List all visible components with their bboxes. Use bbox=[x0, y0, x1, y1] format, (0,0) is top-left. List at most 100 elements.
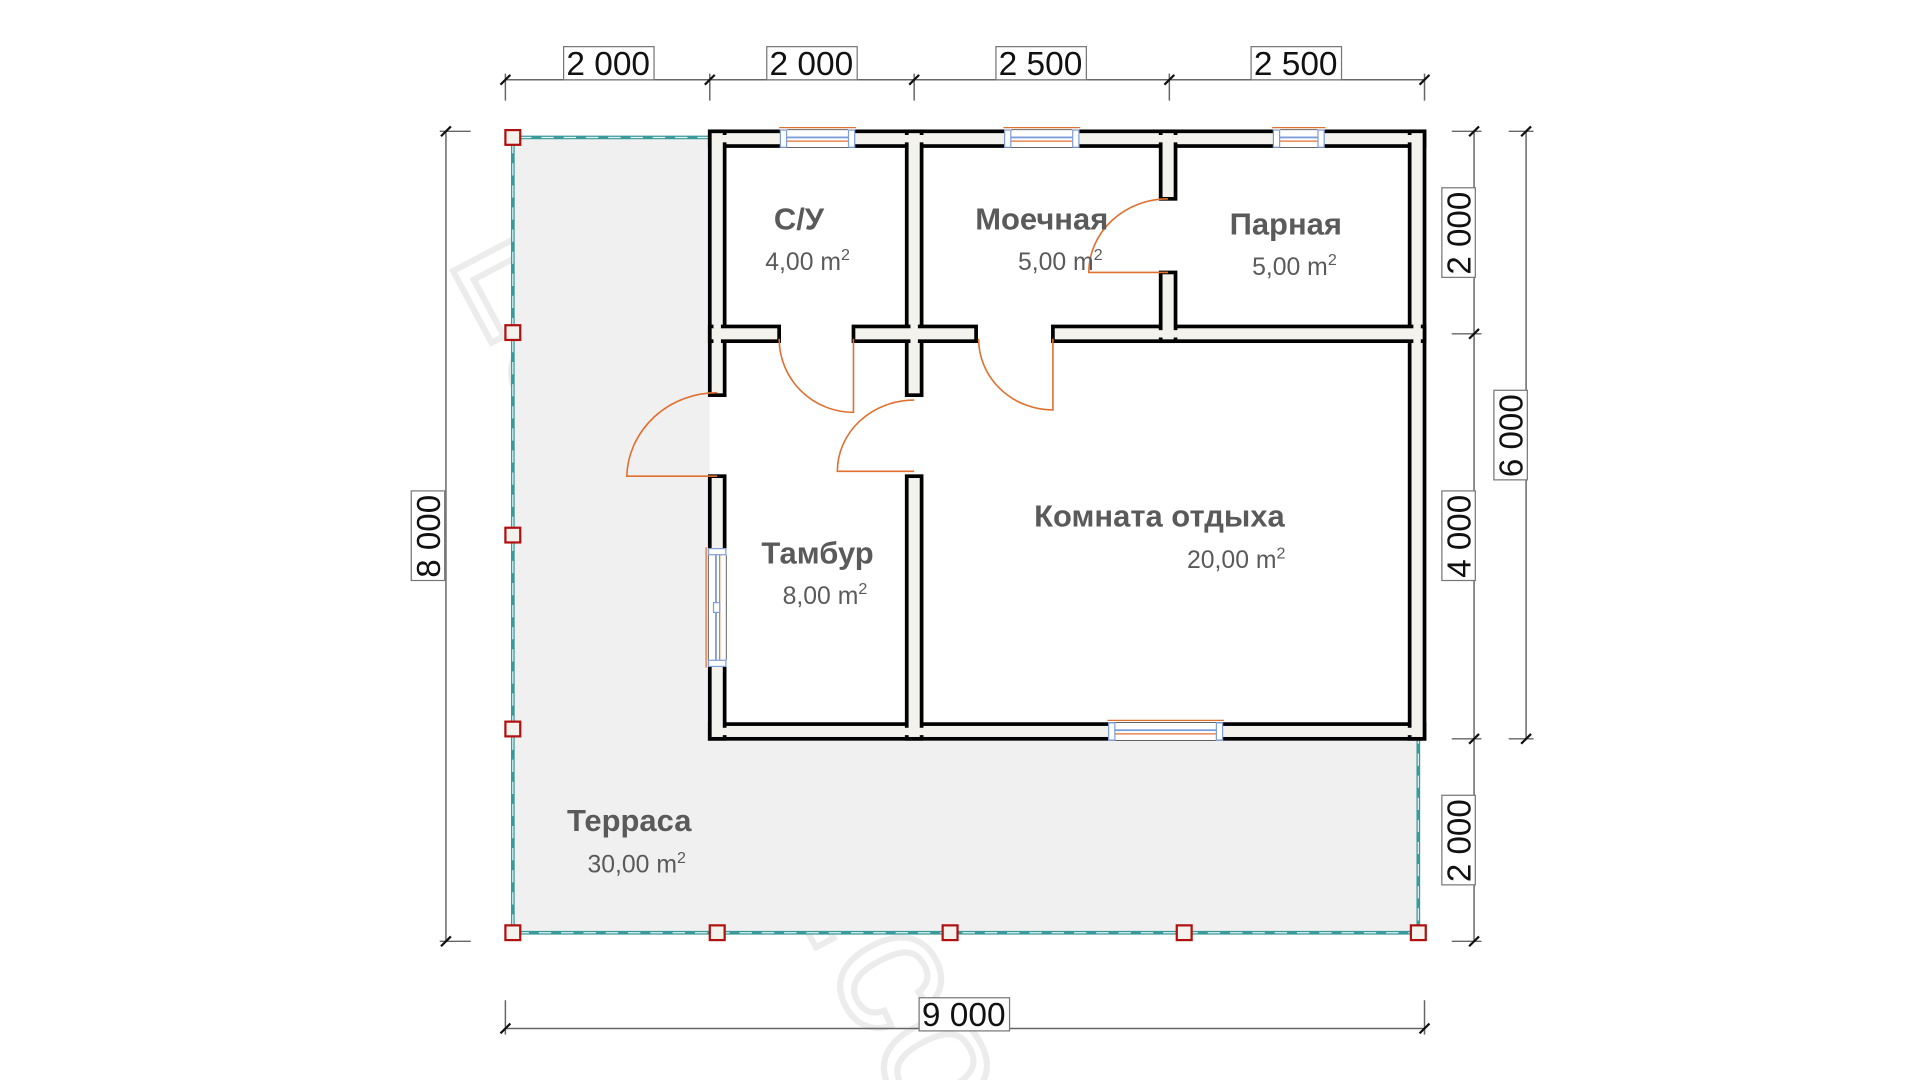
svg-text:Моечная: Моечная bbox=[975, 202, 1108, 237]
svg-text:8 000: 8 000 bbox=[411, 495, 448, 578]
dimension-tick bbox=[440, 125, 452, 138]
window-opening bbox=[1008, 130, 1076, 148]
svg-text:2 000: 2 000 bbox=[566, 46, 650, 83]
svg-text:5,00 m2: 5,00 m2 bbox=[1252, 251, 1337, 281]
door-entrance-swing bbox=[625, 391, 718, 477]
walls bbox=[707, 129, 1427, 741]
svg-text:Тамбур: Тамбур bbox=[761, 535, 873, 570]
dim-right-2: 4 000 bbox=[1441, 490, 1478, 582]
dim-top-3: 2 500 bbox=[995, 46, 1087, 83]
wall-joint-fill bbox=[857, 330, 973, 338]
dimension-tick bbox=[1520, 125, 1532, 138]
window-jamb-left bbox=[779, 129, 788, 148]
room-su: С/У 4,00 m2 bbox=[765, 202, 850, 276]
window-mullion bbox=[712, 601, 721, 614]
dimension-tick bbox=[499, 74, 512, 86]
room-parnaya-area: 5,00 m bbox=[1252, 254, 1328, 281]
room-tambur: Тамбур 8,00 m2 bbox=[761, 535, 873, 609]
dim-right-3: 2 000 bbox=[1441, 794, 1478, 886]
dimension-labels: 2 000 2 000 2 500 2 500 8 000 2 000 4 00… bbox=[411, 46, 1531, 1034]
window-jamb-bottom bbox=[707, 659, 727, 668]
terrace bbox=[510, 131, 1425, 935]
wall-joint-fill bbox=[713, 330, 776, 338]
svg-text:2 000: 2 000 bbox=[1441, 799, 1478, 882]
wall-joint-fill bbox=[713, 135, 721, 392]
doors bbox=[625, 198, 1169, 477]
wall-joint-fill bbox=[1164, 276, 1172, 338]
dimension-tick bbox=[1163, 74, 1176, 86]
dimension-tick bbox=[1468, 328, 1480, 340]
terrace-post bbox=[941, 924, 959, 942]
room-tambur-area: 8,00 m bbox=[783, 583, 859, 610]
room-komnata-otdykha: Комната отдыха 20,00 m2 bbox=[1034, 499, 1285, 575]
window-jamb-right bbox=[1215, 722, 1224, 741]
dimension-tick bbox=[1468, 935, 1480, 948]
dimension-tick bbox=[1418, 1022, 1431, 1035]
svg-text:4,00 m2: 4,00 m2 bbox=[765, 246, 850, 276]
window-jamb-right bbox=[1317, 129, 1325, 148]
terrace-post bbox=[1409, 924, 1427, 942]
window-jamb-right bbox=[1072, 129, 1080, 148]
svg-text:2 000: 2 000 bbox=[770, 46, 854, 83]
window-opening bbox=[1112, 722, 1219, 741]
dimension-tick bbox=[1468, 125, 1480, 138]
svg-text:9 000: 9 000 bbox=[922, 997, 1006, 1034]
dimension-tick bbox=[908, 74, 920, 86]
door-moechnaya-swing bbox=[977, 338, 1054, 411]
room-komnata-area: 20,00 m bbox=[1187, 547, 1277, 574]
room-moechnaya: Моечная 5,00 m2 bbox=[975, 202, 1108, 276]
svg-text:Терраса: Терраса bbox=[567, 803, 692, 838]
wall-joint-fill bbox=[1056, 330, 1418, 338]
window-jamb-left bbox=[1272, 129, 1281, 148]
window-tambur bbox=[705, 547, 727, 668]
svg-text:Комната отдыха: Комната отдыха bbox=[1034, 499, 1285, 534]
room-labels: С/У 4,00 m2 Моечная 5,00 m2 Парная 5,00 … bbox=[567, 202, 1342, 879]
wall-joint-fill bbox=[713, 727, 1421, 736]
dim-bottom-total: 9 000 bbox=[918, 997, 1011, 1034]
svg-text:С/У: С/У bbox=[774, 202, 825, 237]
dim-right-1: 2 000 bbox=[1441, 187, 1478, 278]
dimension-tick bbox=[1520, 733, 1532, 745]
wall-joint-fill bbox=[1413, 135, 1421, 736]
svg-text:6 000: 6 000 bbox=[1493, 394, 1530, 477]
windows bbox=[705, 127, 1326, 741]
dim-top-2: 2 000 bbox=[766, 46, 858, 83]
window-moechnaya bbox=[1003, 127, 1081, 148]
window-opening bbox=[1277, 130, 1321, 148]
terrace-post bbox=[504, 720, 522, 738]
svg-text:2 500: 2 500 bbox=[999, 46, 1083, 83]
window-su bbox=[779, 127, 856, 148]
wall-joint-fill bbox=[910, 135, 918, 392]
dimension-tick bbox=[704, 74, 716, 86]
door-komnata-tambur-swing bbox=[836, 399, 915, 473]
wall-joint-fill bbox=[1164, 135, 1172, 196]
terrace-post bbox=[1175, 924, 1193, 942]
terrace-post bbox=[504, 526, 522, 544]
svg-text:Парная: Парная bbox=[1230, 207, 1342, 242]
dimension-tick bbox=[499, 1022, 512, 1035]
terrace-post bbox=[504, 128, 522, 146]
window-komnata bbox=[1107, 719, 1224, 741]
terrace-post bbox=[504, 324, 522, 342]
dimension-tick bbox=[1468, 733, 1480, 745]
dim-top-4: 2 500 bbox=[1250, 46, 1343, 83]
svg-text:8,00 m2: 8,00 m2 bbox=[783, 580, 868, 610]
dimension-tick bbox=[1418, 74, 1431, 86]
room-terrasa-area: 30,00 m bbox=[587, 852, 677, 879]
dimension-tick bbox=[440, 935, 452, 948]
terrace-posts bbox=[504, 128, 1427, 942]
dim-top-1: 2 000 bbox=[562, 46, 655, 83]
door-parnaya-swing bbox=[1088, 198, 1169, 274]
window-jamb-left bbox=[1003, 129, 1012, 148]
window-parnaya bbox=[1272, 127, 1326, 148]
dim-left-total: 8 000 bbox=[411, 490, 448, 582]
door-su-swing bbox=[778, 338, 855, 414]
svg-text:4 000: 4 000 bbox=[1441, 495, 1478, 578]
window-jamb-right bbox=[847, 129, 856, 148]
svg-text:2 500: 2 500 bbox=[1254, 46, 1338, 83]
building-white-floor bbox=[709, 131, 1425, 739]
svg-text:30,00 m2: 30,00 m2 bbox=[587, 849, 686, 879]
terrace-post bbox=[708, 924, 726, 942]
window-opening bbox=[784, 130, 851, 148]
